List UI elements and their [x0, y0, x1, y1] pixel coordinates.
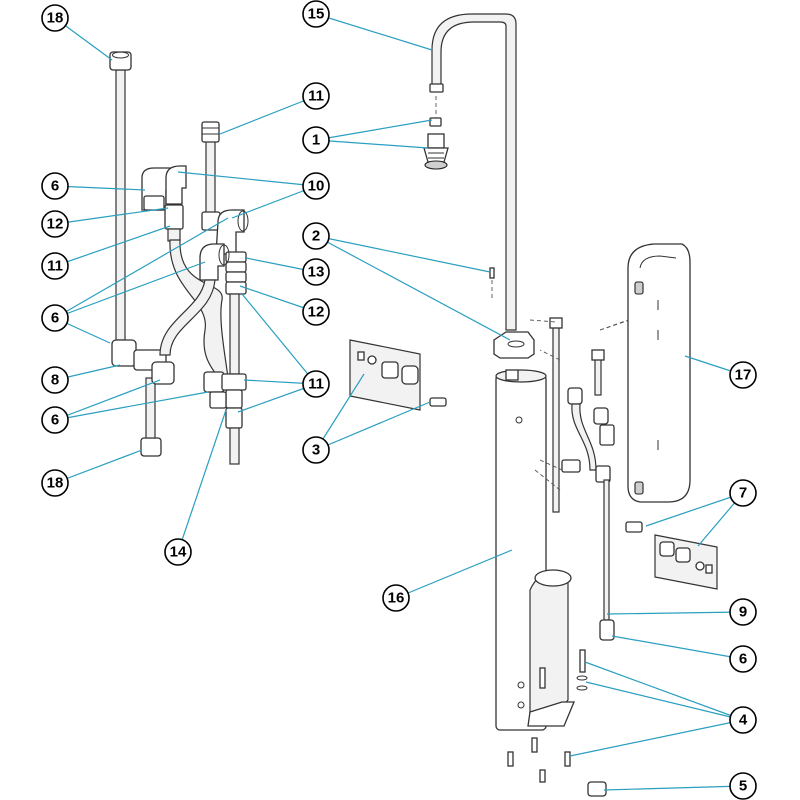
callout-label: 10: [308, 178, 325, 195]
callout-label: 11: [308, 88, 324, 105]
spring-13: [225, 251, 247, 295]
callout-15: 15: [302, 0, 330, 28]
callout-label: 11: [308, 376, 324, 393]
callout-6-b: 6: [41, 304, 69, 332]
callout-11-a: 11: [41, 252, 69, 280]
callout-11-b: 11: [302, 82, 330, 110]
tee-fitting-8: [111, 339, 175, 385]
valve-cartridge-3: [429, 397, 447, 407]
callout-4: 4: [729, 706, 757, 734]
tee-fitting-11: [203, 371, 247, 409]
callout-label: 6: [51, 412, 59, 429]
callout-label: 7: [739, 485, 747, 502]
shower-column: [423, 13, 607, 797]
fitting-12-left: [164, 204, 184, 242]
callout-3: 3: [302, 436, 330, 464]
gooseneck-spout-15: [431, 13, 517, 331]
callout-label: 6: [739, 651, 747, 668]
callout-label: 4: [739, 712, 748, 729]
elbow-6-lower: [599, 619, 615, 641]
screw-2: [489, 267, 495, 279]
fitting-14: [225, 407, 243, 465]
callout-8: 8: [41, 366, 69, 394]
callout-14: 14: [164, 538, 192, 566]
callout-6-c: 6: [41, 406, 69, 434]
callout-5: 5: [729, 772, 757, 800]
callout-label: 18: [47, 10, 64, 27]
callout-label: 11: [47, 258, 63, 275]
callout-16: 16: [382, 584, 410, 612]
flange-2: [493, 331, 535, 359]
callout-18-top: 18: [41, 4, 69, 32]
nut-top-18: [109, 51, 132, 71]
callout-9: 9: [729, 598, 757, 626]
base-bracket: [527, 569, 575, 727]
cover-panel-17: [599, 243, 691, 503]
callout-1: 1: [302, 126, 330, 154]
callout-label: 1: [312, 132, 320, 149]
callout-label: 12: [308, 304, 325, 321]
callout-18-bottom: 18: [41, 469, 69, 497]
callout-11-c: 11: [302, 370, 330, 398]
callout-label: 9: [739, 604, 747, 621]
callout-label: 3: [312, 442, 320, 459]
callout-label: 2: [312, 228, 320, 245]
callout-label: 6: [51, 310, 59, 327]
callout-label: 13: [308, 264, 325, 281]
bolts-4: [507, 649, 588, 783]
valve-kit-7: [625, 521, 718, 590]
callout-7: 7: [729, 479, 757, 507]
leader-lines: [54, 13, 744, 791]
callout-17: 17: [729, 361, 757, 389]
callout-12-a: 12: [41, 210, 69, 238]
callout-label: 17: [735, 367, 752, 384]
valve-kit-3: [349, 339, 447, 411]
internal-piping-assembly: [529, 317, 631, 641]
callout-13: 13: [302, 258, 330, 286]
callout-6-d: 6: [729, 645, 757, 673]
callout-label: 15: [308, 6, 325, 23]
callout-label: 5: [739, 778, 747, 795]
callout-2: 2: [302, 222, 330, 250]
fitting-11-top: [201, 121, 220, 143]
elbow-6-upper-right: [165, 165, 187, 205]
callout-label: 18: [47, 475, 64, 492]
callout-label: 6: [51, 178, 59, 195]
valve-cartridge-7: [625, 521, 643, 533]
callout-6-a: 6: [41, 172, 69, 200]
left-piping-assembly: [109, 51, 249, 465]
nut-bottom-18: [140, 377, 162, 457]
callout-12-b: 12: [302, 298, 330, 326]
elbow-6-middle: [199, 243, 230, 281]
shower-head-1: [423, 117, 449, 170]
fitting-5: [587, 781, 607, 797]
callout-label: 14: [170, 544, 187, 561]
callout-label: 8: [51, 372, 59, 389]
callout-label: 16: [388, 590, 405, 607]
callout-10: 10: [302, 172, 330, 200]
callout-label: 12: [47, 216, 64, 233]
